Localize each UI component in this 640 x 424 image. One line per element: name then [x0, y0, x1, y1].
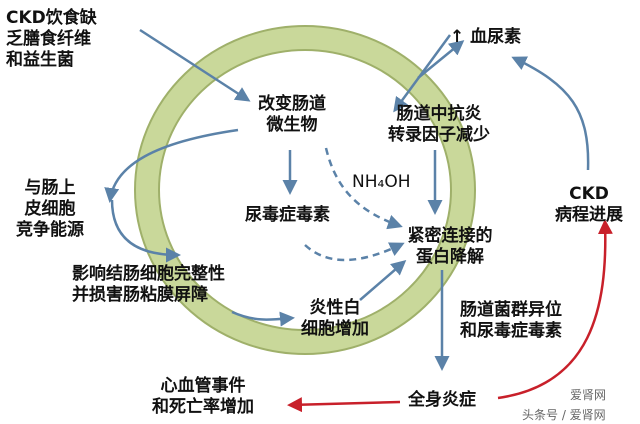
label-cardio-events: 心血管事件 和死亡率增加	[152, 376, 254, 417]
label-tight-junction: 紧密连接的 蛋白降解	[407, 226, 493, 267]
watermark-source: 头条号 / 爱肾网	[522, 408, 606, 422]
label-systemic-inflam: 全身炎症	[408, 390, 476, 410]
label-compete-energy: 与肠上 皮细胞 竞争能源	[16, 178, 84, 240]
arrow-ckd-to-urea	[511, 56, 590, 171]
label-inflam-cells: 炎性白 细胞增加	[301, 298, 369, 339]
arrow-systemic-to-ckd	[497, 219, 613, 400]
label-nh4oh: NH₄OH	[352, 172, 411, 192]
arrow-urea-to-microbe	[393, 34, 452, 113]
arrow-diet-to-microbe	[139, 28, 251, 102]
watermark-logo: 爱肾网	[570, 388, 607, 402]
label-anti-inflam: 肠道中抗炎 转录因子减少	[388, 104, 490, 145]
label-urea-up: ↑ 血尿素	[450, 27, 522, 47]
label-colon-integrity: 影响结肠细胞完整性 并损害肠粘膜屏障	[72, 264, 225, 305]
label-ckd-progress: CKD 病程进展	[555, 184, 623, 225]
arrow-microbe-to-compete	[104, 128, 239, 203]
label-ckd-diet: CKD饮食缺 乏膳食纤维 和益生菌	[6, 8, 97, 70]
arrow-anti-inflam-to-urea	[417, 40, 465, 79]
arrow-systemic-to-cardio	[287, 397, 401, 413]
arrow-inflam-to-tight	[359, 260, 407, 301]
intestine-ring	[134, 25, 476, 355]
dashed-arrow-microbe-to-tight	[324, 147, 403, 230]
arrow-colon-to-inflam	[231, 310, 295, 327]
label-uremic-toxin: 尿毒症毒素	[245, 205, 330, 225]
dashed-arrow-uremic-to-tight	[304, 242, 405, 262]
label-translocation: 肠道菌群异位 和尿毒症毒素	[460, 300, 562, 341]
arrow-compete-to-colon	[110, 199, 181, 263]
label-gut-microbe: 改变肠道 微生物	[258, 94, 326, 135]
